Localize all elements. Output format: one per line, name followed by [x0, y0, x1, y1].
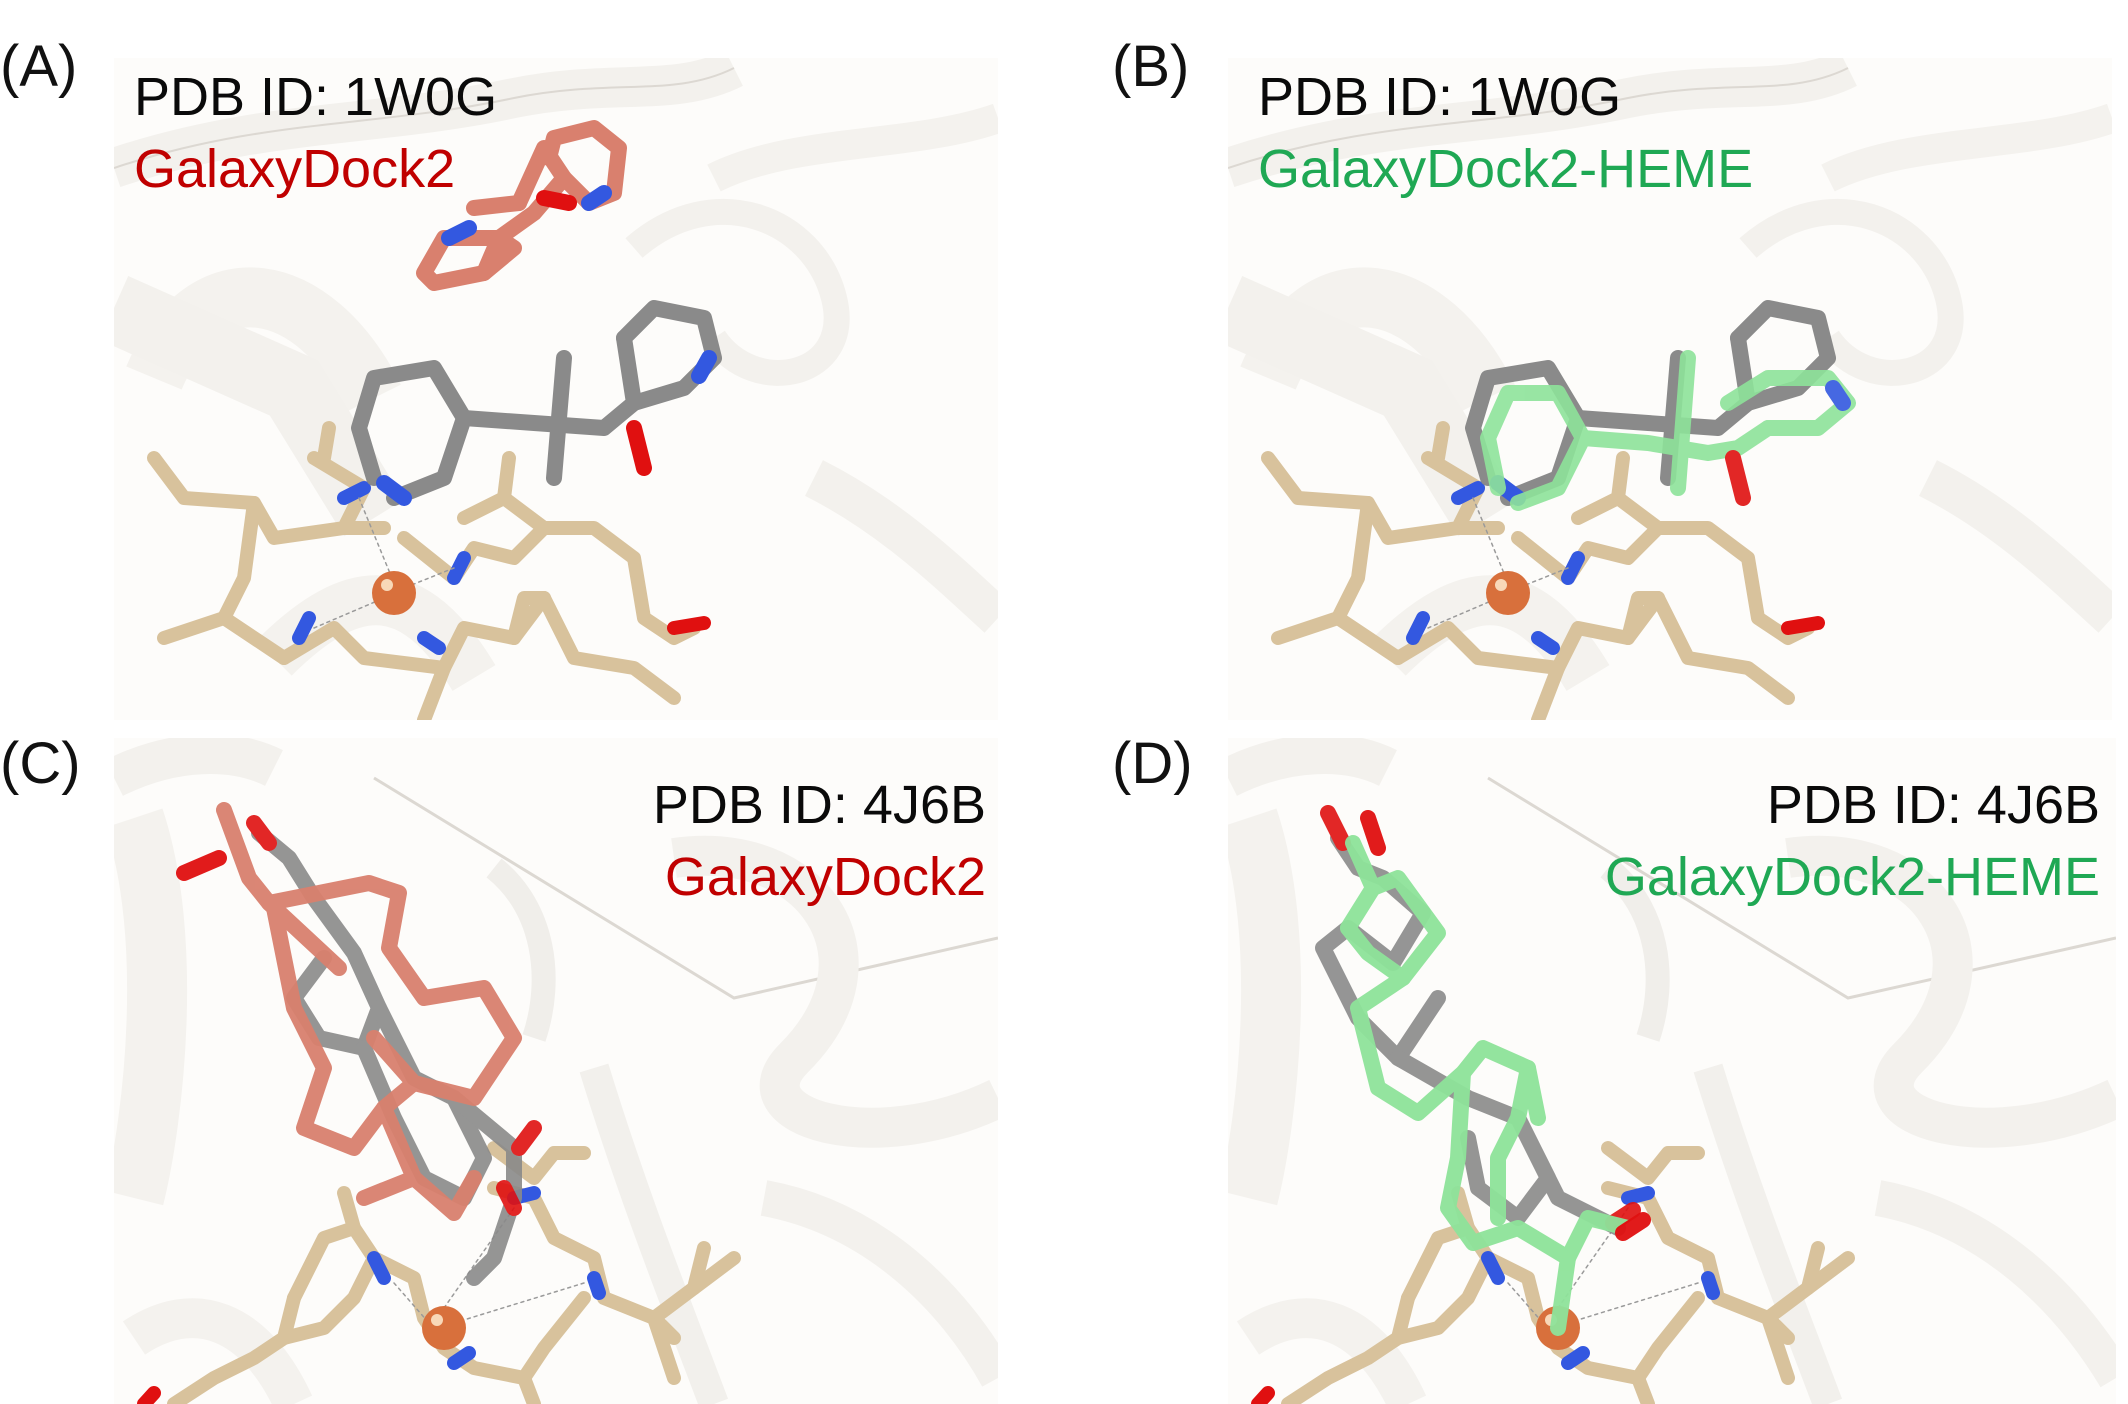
heme-group [1251, 1141, 1855, 1404]
panel-a-structure: PDB ID: 1W0G GalaxyDock2 [114, 58, 998, 720]
panel-letter-d: (D) [1112, 731, 1193, 796]
molecular-scene-d [1228, 738, 2116, 1404]
panel-letter-a: (A) [0, 34, 78, 99]
iron-atom [372, 571, 416, 615]
molecular-scene-a [114, 58, 998, 720]
pdb-id-label: PDB ID: 1W0G [134, 67, 498, 127]
pdb-id-label: PDB ID: 4J6B [1766, 775, 2100, 835]
docked-ligand [1340, 810, 1651, 1336]
heme-group [137, 1141, 741, 1404]
molecular-scene-b [1228, 58, 2112, 720]
pdb-id-label: PDB ID: 1W0G [1258, 67, 1622, 127]
panel-d-structure: PDB ID: 4J6B GalaxyDock2-HEME [1228, 738, 2116, 1404]
protein-ribbon [114, 738, 998, 1404]
protein-ribbon [1228, 738, 2116, 1404]
method-label: GalaxyDock2 [664, 847, 986, 907]
iron-atom [1486, 571, 1530, 615]
docked-ligand [416, 120, 627, 291]
crystal-ligand [1465, 300, 1836, 506]
crystal-ligand [351, 300, 722, 506]
method-label: GalaxyDock2 [134, 139, 456, 199]
pdb-id-label: PDB ID: 4J6B [652, 775, 986, 835]
docked-ligand [176, 802, 522, 1221]
panel-letter-c: (C) [0, 731, 81, 796]
panel-b-structure: PDB ID: 1W0G GalaxyDock2-HEME [1228, 58, 2112, 720]
method-label: GalaxyDock2-HEME [1258, 139, 1754, 199]
heme-group [1261, 421, 1825, 720]
iron-atom [422, 1306, 466, 1350]
molecular-scene-c [114, 738, 998, 1404]
method-label: GalaxyDock2-HEME [1604, 847, 2100, 907]
docked-ligand [1480, 350, 1856, 511]
heme-group [147, 421, 711, 720]
panel-c-structure: PDB ID: 4J6B GalaxyDock2 [114, 738, 998, 1404]
panel-letter-b: (B) [1112, 34, 1190, 99]
